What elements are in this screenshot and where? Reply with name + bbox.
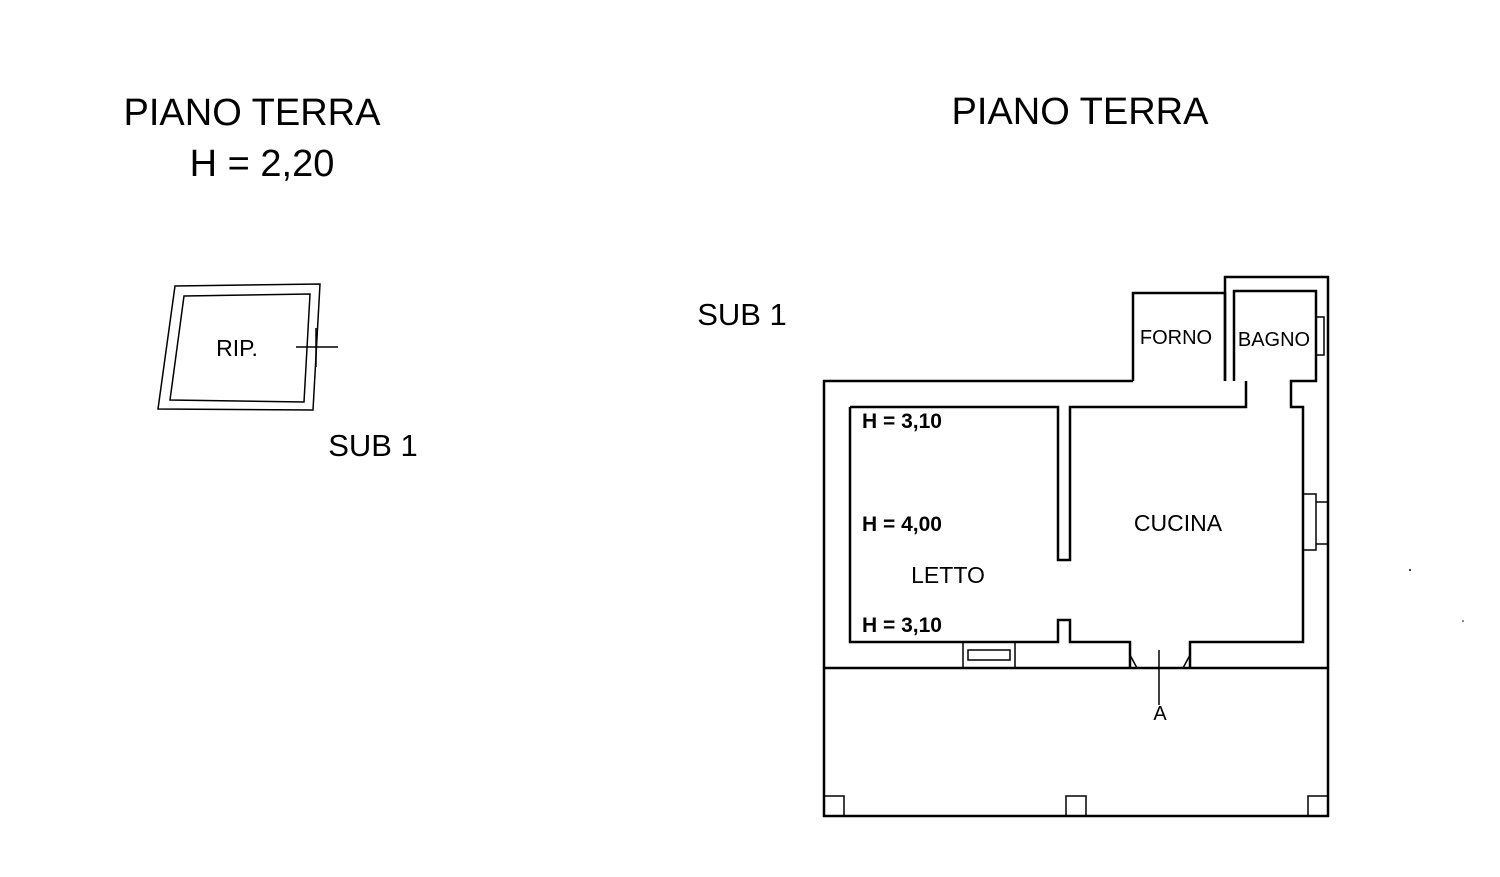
rip-room xyxy=(157,283,338,411)
height-label-middle: H = 4,00 xyxy=(862,513,942,536)
rip-room-label: RIP. xyxy=(216,335,258,361)
letto-label: LETTO xyxy=(911,562,985,588)
height-label-bottom: H = 3,10 xyxy=(862,614,942,637)
left-plan-height: H = 2,20 xyxy=(190,143,335,185)
left-plan-sub: SUB 1 xyxy=(328,428,418,463)
cucina-label: CUCINA xyxy=(1134,510,1223,536)
entrance-label: A xyxy=(1153,703,1167,725)
house-walls xyxy=(822,275,1330,818)
left-plan-title: PIANO TERRA xyxy=(124,92,382,134)
speck-mark xyxy=(1409,569,1411,571)
forno-label: FORNO xyxy=(1140,327,1212,349)
right-plan-sub: SUB 1 xyxy=(697,297,787,332)
right-plan-title: PIANO TERRA xyxy=(952,91,1210,133)
height-label-top: H = 3,10 xyxy=(862,410,942,433)
bagno-label: BAGNO xyxy=(1238,329,1310,351)
speck-mark xyxy=(1462,620,1464,622)
